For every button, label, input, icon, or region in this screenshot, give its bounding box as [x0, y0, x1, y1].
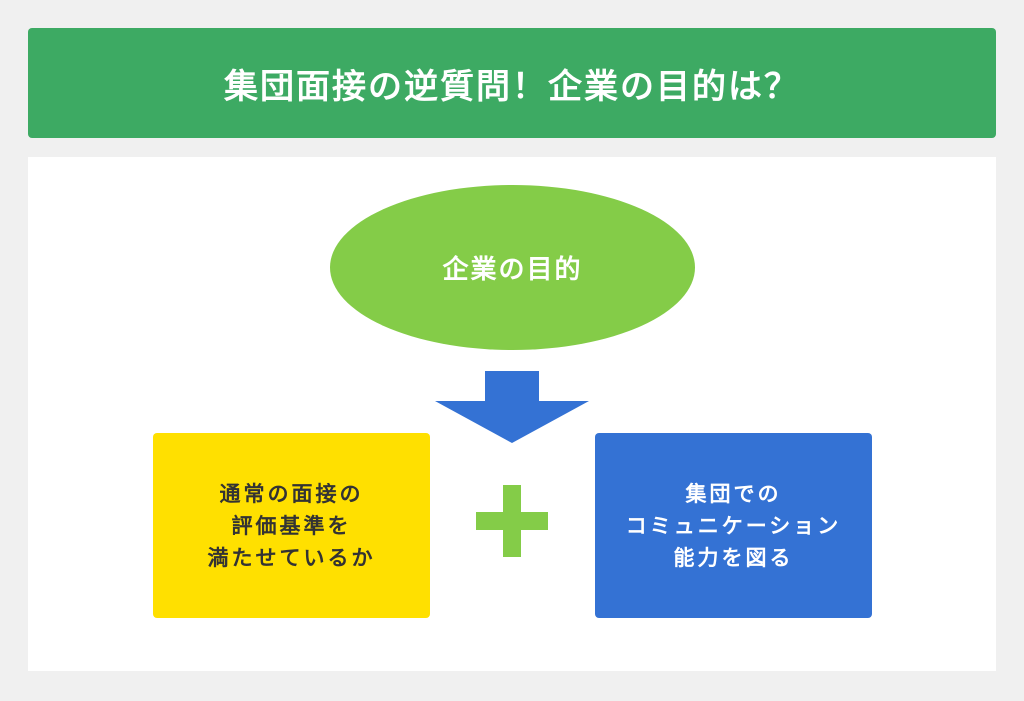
page-title: 集団面接の逆質問！企業の目的は？: [224, 66, 800, 107]
right-node-line: 能力を図る: [673, 545, 794, 570]
left-node-evaluation-criteria: 通常の面接の 評価基準を 満たせているか: [153, 433, 430, 618]
left-node-line: 満たせているか: [207, 545, 376, 570]
right-node-line: 集団での: [685, 481, 782, 506]
left-node-line: 通常の面接の: [219, 481, 364, 506]
right-node-line: コミュニケーション: [625, 513, 842, 538]
title-banner: 集団面接の逆質問！企業の目的は？: [28, 28, 996, 138]
top-node-company-purpose: 企業の目的: [330, 185, 695, 350]
plus-icon: [476, 485, 548, 557]
arrow-down-icon: [435, 371, 589, 443]
right-node-communication-skills: 集団での コミュニケーション 能力を図る: [595, 433, 872, 618]
left-node-line: 評価基準を: [231, 513, 352, 538]
top-node-label: 企業の目的: [442, 255, 583, 285]
